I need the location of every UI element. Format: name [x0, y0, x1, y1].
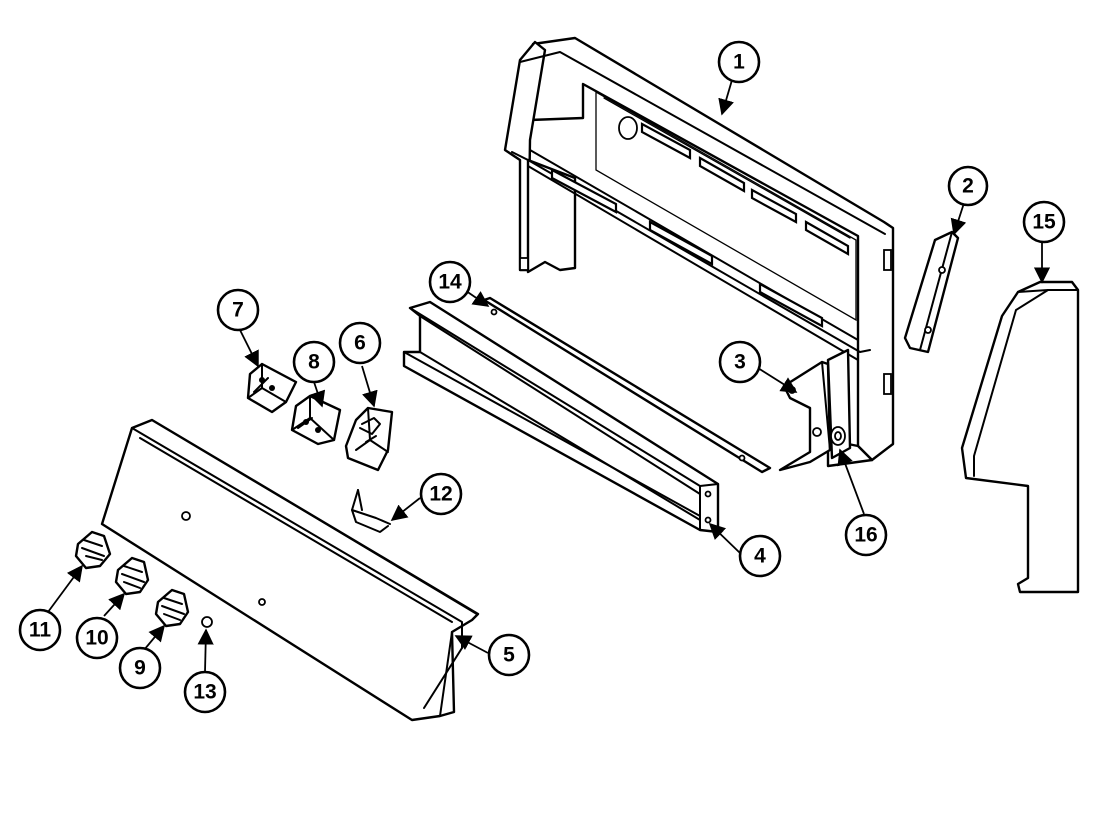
callout-15: 15 [1022, 200, 1066, 244]
callout-13: 13 [183, 670, 227, 714]
callout-12: 12 [419, 472, 463, 516]
part-10-knob [114, 556, 150, 596]
part-5-control-panel [100, 418, 480, 722]
callout-label: 9 [134, 657, 146, 680]
callout-3: 3 [718, 340, 762, 384]
part-1-backguard-frame [503, 36, 895, 468]
callout-6: 6 [338, 321, 382, 365]
part-15-side-trim [960, 280, 1080, 594]
part-4-channel-bracket [402, 300, 720, 534]
callout-4: 4 [738, 534, 782, 578]
part-12-clip [351, 489, 391, 533]
callout-label: 10 [85, 627, 108, 650]
callout-label: 14 [438, 271, 462, 294]
callout-label: 5 [503, 644, 515, 667]
callout-label: 13 [193, 681, 216, 704]
callout-label: 1 [733, 51, 745, 74]
callout-label: 2 [962, 175, 974, 198]
callout-label: 12 [429, 483, 452, 506]
callout-label: 4 [754, 545, 766, 568]
callout-16: 16 [844, 513, 888, 557]
callout-1: 1 [717, 40, 761, 84]
part-8-switch [290, 394, 342, 446]
callout-2: 2 [947, 165, 989, 207]
callout-5: 5 [487, 633, 531, 677]
callout-14: 14 [428, 260, 472, 304]
callout-label: 11 [29, 619, 52, 642]
callout-label: 7 [232, 299, 244, 322]
callout-10: 10 [75, 616, 119, 660]
part-7-switch [246, 362, 298, 414]
callout-label: 8 [308, 351, 320, 374]
callout-8: 8 [292, 340, 336, 384]
part-13-indicator-light [201, 616, 213, 628]
callout-7: 7 [216, 288, 260, 332]
part-2-side-bracket [903, 230, 960, 354]
callout-label: 15 [1032, 211, 1056, 234]
callout-label: 16 [854, 524, 877, 547]
part-6-infinite-switch [344, 406, 394, 472]
callout-label: 6 [354, 332, 366, 355]
callout-11: 11 [18, 608, 62, 652]
part-3-end-bracket [778, 348, 852, 472]
part-11-knob [74, 530, 112, 570]
callout-label: 3 [734, 351, 746, 374]
part-9-knob [154, 588, 190, 628]
part-16-grommet [830, 426, 846, 446]
callout-9: 9 [118, 646, 162, 690]
